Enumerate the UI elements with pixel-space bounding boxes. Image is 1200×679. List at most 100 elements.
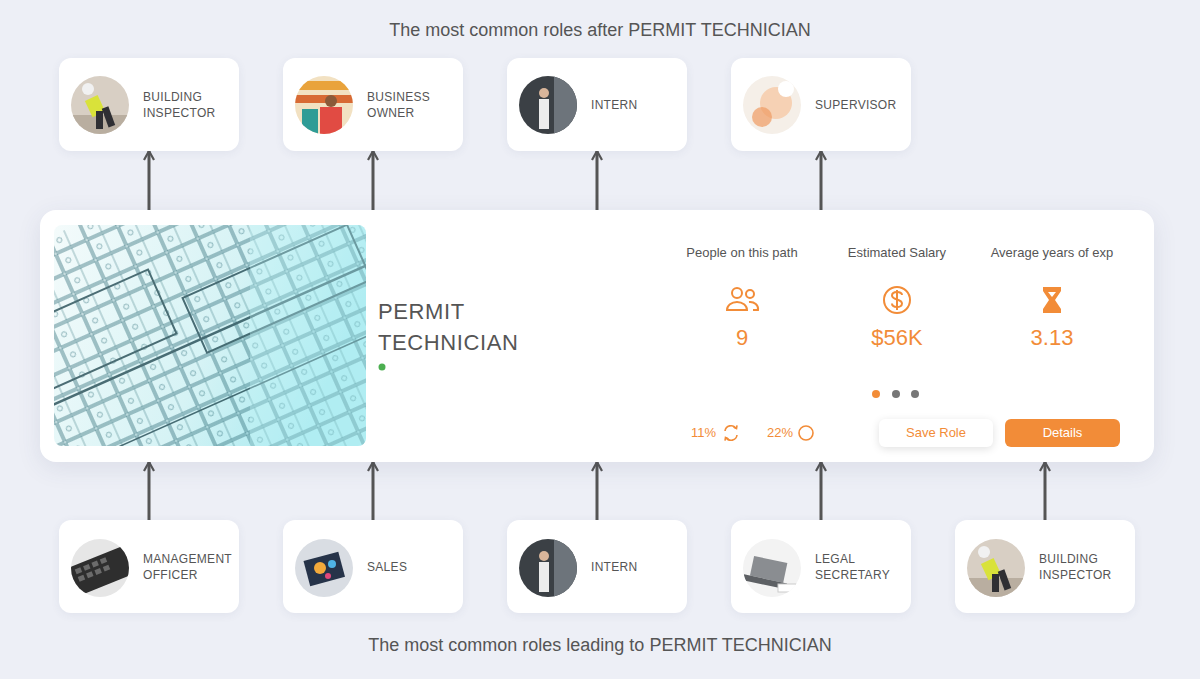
role-photo: [778, 584, 796, 592]
role-box: INTERN: [507, 520, 687, 613]
role-photo: [68, 544, 139, 596]
role-box: MANAGEMENT OFFICER: [59, 520, 239, 613]
role-photo: [743, 76, 801, 134]
role-photo: [978, 546, 990, 558]
pager-dots: [872, 390, 880, 398]
button-label: Save Role: [906, 425, 966, 441]
blueprint-image: [54, 225, 366, 446]
role-photo: [519, 539, 577, 597]
text-wrap: INTERN: [591, 58, 683, 151]
role-card: PERMIT TECHNICIAN People on this path 9 Est…: [40, 210, 1154, 462]
pager-dots: [911, 390, 919, 398]
career-arrow: [372, 462, 375, 520]
people-icon: [727, 288, 758, 310]
role-photo: [519, 539, 577, 597]
text-wrap: BUSINESS OWNER: [367, 58, 459, 151]
role-photo: [71, 539, 129, 597]
people-icon: [727, 302, 747, 310]
text-wrap: LEGAL SECRETARY: [815, 520, 907, 613]
role-photo: [750, 556, 787, 583]
circle-icon: [799, 426, 813, 440]
button-label: Details: [1043, 425, 1083, 441]
role-photo: [102, 106, 115, 127]
role-photo: [82, 83, 94, 95]
role-box: BUSINESS OWNER: [283, 58, 463, 151]
role-photo: [743, 574, 787, 589]
stat-value: 9: [657, 325, 827, 351]
role-name: BUILDING INSPECTOR: [1039, 551, 1131, 583]
role-photo: [295, 76, 353, 134]
percent-stat: 22%: [767, 425, 807, 441]
role-title: PERMIT TECHNICIAN: [378, 296, 578, 358]
people-icon: [746, 290, 754, 298]
role-photo: [75, 567, 82, 574]
hourglass-icon: [1043, 287, 1061, 313]
text-wrap: PERMIT TECHNICIAN: [378, 296, 578, 358]
role-photo: [295, 81, 353, 90]
stat-label: People on this path: [657, 245, 827, 261]
text-wrap: INTERN: [591, 520, 683, 613]
dollar-icon: [884, 287, 910, 313]
role-photo: [967, 539, 1025, 597]
career-arrow: [1044, 462, 1047, 520]
role-photo: [91, 561, 98, 568]
text-wrap: BUILDING INSPECTOR: [143, 58, 235, 151]
role-photo: [83, 564, 90, 571]
role-photo: [752, 107, 772, 127]
text-wrap: BUILDING INSPECTOR: [1039, 520, 1131, 613]
blueprint-image: [54, 225, 366, 446]
text-wrap: 11%: [691, 425, 731, 441]
text-wrap: $56K: [812, 325, 982, 351]
dollar-icon: [896, 290, 898, 310]
blueprint-image: [54, 270, 176, 391]
text-wrap: Estimated Salary: [812, 245, 982, 261]
role-photo: [302, 109, 318, 134]
refresh-icon: [726, 435, 737, 440]
role-photo: [554, 539, 577, 597]
people-icon: [749, 302, 758, 310]
hourglass-icon: [1043, 287, 1061, 313]
role-photo: [967, 539, 1025, 597]
career-arrow: [372, 151, 375, 210]
role-photo: [539, 99, 549, 129]
role-photo: [778, 81, 794, 97]
blueprint-image: [54, 225, 366, 437]
role-photo: [75, 557, 110, 581]
heading-wrap: The most common roles after PERMIT TECHN…: [0, 19, 1200, 41]
role-photo: [295, 95, 353, 103]
role-photo: [743, 539, 801, 597]
heading-wrap: The most common roles leading to PERMIT …: [0, 634, 1200, 656]
role-box: SALES: [283, 520, 463, 613]
career-arrow: [596, 462, 599, 520]
blueprint-image: [54, 225, 366, 446]
stat-label: Average years of exp: [967, 245, 1137, 261]
role-box: BUILDING INSPECTOR: [955, 520, 1135, 613]
role-photo: [998, 569, 1011, 590]
text-wrap: SALES: [367, 520, 459, 613]
career-arrow: [596, 151, 599, 210]
role-photo: [743, 539, 801, 597]
blueprint-image: [250, 225, 366, 446]
role-box: INTERN: [507, 58, 687, 151]
role-box: SUPERVISOR: [731, 58, 911, 151]
text-wrap: SUPERVISOR: [815, 58, 907, 151]
refresh-icon: [725, 426, 736, 431]
stat-label: Estimated Salary: [812, 245, 982, 261]
role-photo: [743, 76, 801, 134]
career-arrow: [820, 462, 823, 520]
role-photo: [96, 111, 103, 129]
role-photo: [539, 551, 549, 561]
pager-dots: [892, 390, 900, 398]
text-wrap: 22%: [767, 425, 807, 441]
role-name: BUILDING INSPECTOR: [143, 89, 235, 121]
people-icon: [732, 288, 742, 298]
role-photo: [539, 562, 549, 592]
pager-dots: [872, 390, 919, 398]
role-photo: [981, 558, 1001, 580]
role-photo: [325, 95, 337, 107]
percent-stat: 11%: [691, 425, 731, 441]
role-photo: [519, 76, 577, 134]
blueprint-image: [183, 225, 366, 353]
refresh-icon: [725, 438, 729, 441]
